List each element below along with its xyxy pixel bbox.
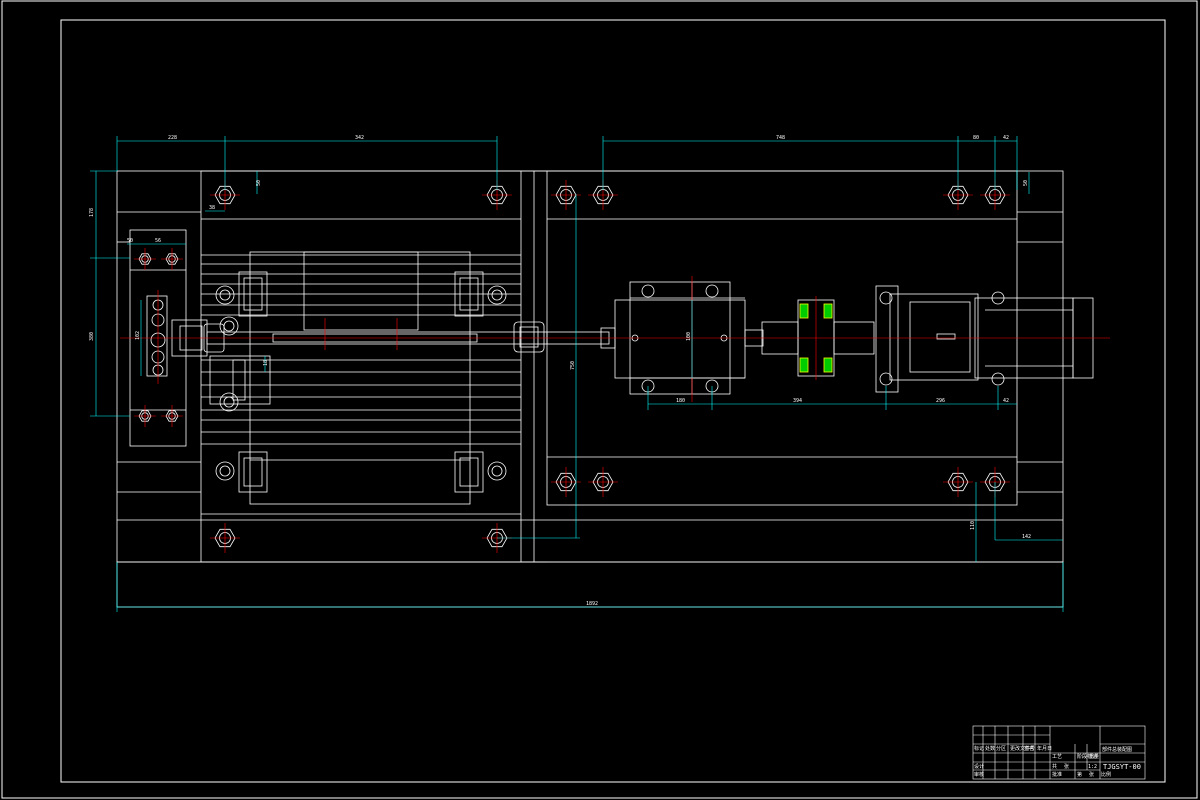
- dim-top-right-b: 80: [973, 135, 979, 141]
- title-block-label: 第: [1077, 771, 1082, 778]
- dim-bracket-a: 50: [127, 238, 133, 244]
- title-block-label: 分区: [996, 745, 1006, 752]
- title-block-label: 签名: [1024, 745, 1034, 752]
- title-block-scale: 1:2: [1088, 764, 1097, 770]
- dim-top-right-a: 748: [776, 135, 785, 141]
- inner-border: [60, 19, 1166, 783]
- title-block: [972, 725, 1146, 780]
- title-block-drawing-title: 部件总装配图: [1102, 746, 1132, 753]
- title-block-label: 阶段标记: [1077, 753, 1097, 760]
- dim-top-right-c: 42: [1003, 135, 1009, 141]
- title-block-label: 工艺: [1052, 754, 1062, 760]
- title-block-label: 张: [1064, 763, 1069, 770]
- title-block-labels: 标记处数分区更改文件号签名年月日设计审核工艺批准阶段标记重量比例共张第张: [974, 745, 1111, 778]
- dim-right-bottom-horizontal: 142: [1022, 534, 1031, 540]
- dim-top-left-a: 228: [168, 135, 177, 141]
- title-block-drawing-code: TJGSYT-00: [1103, 763, 1141, 771]
- dim-offset-small: 38: [209, 205, 215, 211]
- center-lines: [120, 276, 1110, 402]
- dim-bottom-b: 394: [793, 398, 802, 404]
- title-block-label: 重量: [1089, 753, 1099, 760]
- dim-bottom-c: 296: [936, 398, 945, 404]
- dim-left-vertical-main: 380: [89, 332, 95, 341]
- dim-cylinder-vertical: 18: [263, 360, 269, 366]
- dimension-lines: [90, 136, 1064, 612]
- dim-left-vertical-top: 178: [89, 208, 95, 217]
- dim-offset-vertical: 50: [256, 180, 262, 186]
- title-block-label: 年月日: [1037, 745, 1052, 752]
- title-block-label: 更改文件号: [1010, 745, 1035, 752]
- title-block-label: 设计: [974, 763, 984, 770]
- motor: [875, 285, 1094, 393]
- title-block-label: 标记: [974, 745, 984, 752]
- dim-right-small-vertical: 50: [1023, 180, 1029, 186]
- base-frame: [116, 170, 1064, 608]
- dim-right-bottom-vertical: 110: [970, 521, 976, 530]
- dim-center-vertical: 750: [570, 361, 576, 370]
- dim-top-left-b: 342: [355, 135, 364, 141]
- dim-gearbox-vertical: 100: [686, 332, 692, 341]
- title-block-label: 处数: [985, 745, 995, 752]
- title-block-label: 张: [1089, 771, 1094, 778]
- title-block-label: 批准: [1052, 771, 1062, 778]
- dim-bottom-a: 180: [676, 398, 685, 404]
- lead-screw: [203, 321, 616, 353]
- slide-blocks: [209, 271, 507, 493]
- dim-bracket-b: 56: [155, 238, 161, 244]
- dim-overall-length: 1892: [586, 601, 598, 607]
- title-block-label: 审核: [974, 771, 984, 778]
- dimension-texts: 228 342 748 80 42 178 380 38 50 50 56 10…: [89, 135, 1031, 607]
- dim-bottom-d: 42: [1003, 398, 1009, 404]
- title-block-label: 共: [1052, 763, 1057, 770]
- title-block-label: 比例: [1101, 771, 1111, 778]
- dim-bracket-vertical: 102: [135, 331, 141, 340]
